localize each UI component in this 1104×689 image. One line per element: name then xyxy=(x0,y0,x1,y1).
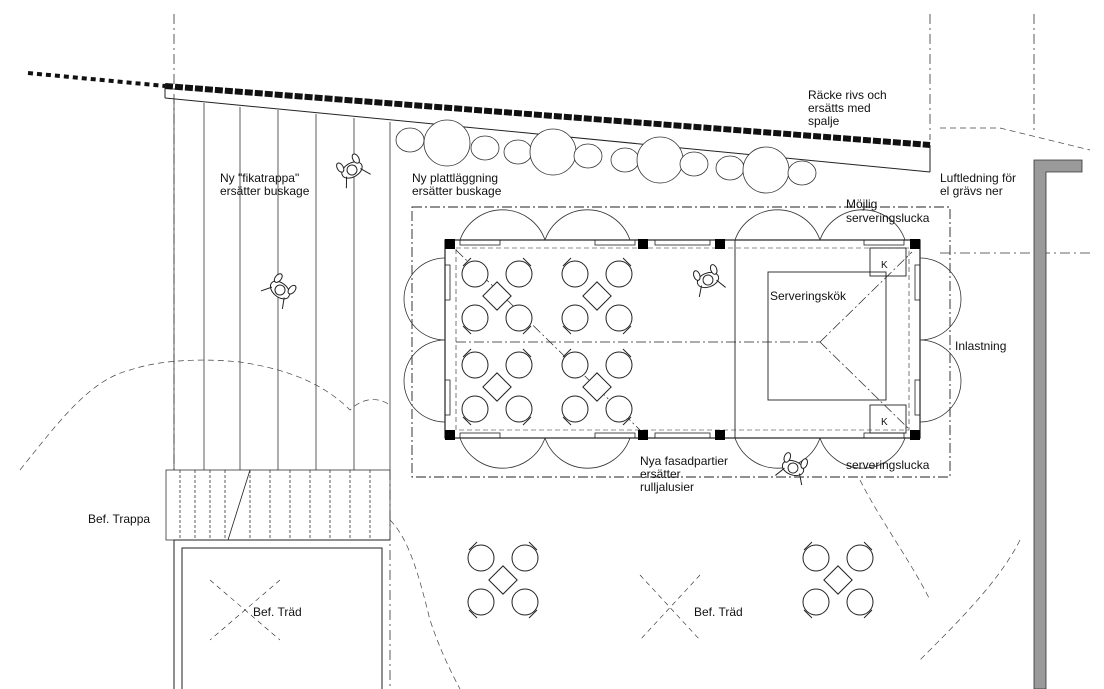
label-k-top: K xyxy=(881,260,888,271)
label-paving-2: ersätter buskage xyxy=(412,184,502,198)
label-existing-stairs: Bef. Trappa xyxy=(88,512,150,526)
label-facade-1: Nya fasadpartier xyxy=(640,454,728,468)
label-railing-1: Räcke rivs och xyxy=(808,88,887,102)
existing-structure xyxy=(173,539,701,689)
label-airline-1: Luftledning för xyxy=(940,171,1016,185)
label-railing-3: spalje xyxy=(808,114,840,128)
label-stairs-2: ersätter buskage xyxy=(220,184,310,198)
label-hatch-bottom: serveringslucka xyxy=(846,458,930,472)
label-hatch-2: serveringslucka xyxy=(846,211,930,225)
shrubs xyxy=(395,119,817,194)
label-loading: Inlastning xyxy=(955,339,1006,353)
labels: Räcke rivs och ersätts med spalje Ny "fi… xyxy=(88,88,1016,619)
label-k-bottom: K xyxy=(881,417,888,428)
people xyxy=(260,151,812,486)
label-paving-1: Ny plattläggning xyxy=(412,171,498,185)
door-swings xyxy=(403,209,962,469)
label-facade-2: ersätter xyxy=(640,467,681,481)
label-hatch-1: Möjlig xyxy=(846,197,877,211)
tree-outlines xyxy=(19,127,1091,689)
label-tree-right: Bef. Träd xyxy=(694,605,743,619)
label-railing-2: ersätts med xyxy=(808,101,871,115)
label-kitchen: Serveringskök xyxy=(770,289,847,303)
grid-lines xyxy=(173,14,1090,689)
building xyxy=(411,206,951,478)
label-facade-3: rulljalusier xyxy=(640,480,694,494)
label-tree-left: Bef. Träd xyxy=(253,605,302,619)
existing-stairs xyxy=(165,469,391,541)
label-stairs-1: Ny "fikatrappa" xyxy=(220,171,299,185)
right-wall xyxy=(1033,159,1083,689)
label-airline-2: el grävs ner xyxy=(940,184,1003,198)
